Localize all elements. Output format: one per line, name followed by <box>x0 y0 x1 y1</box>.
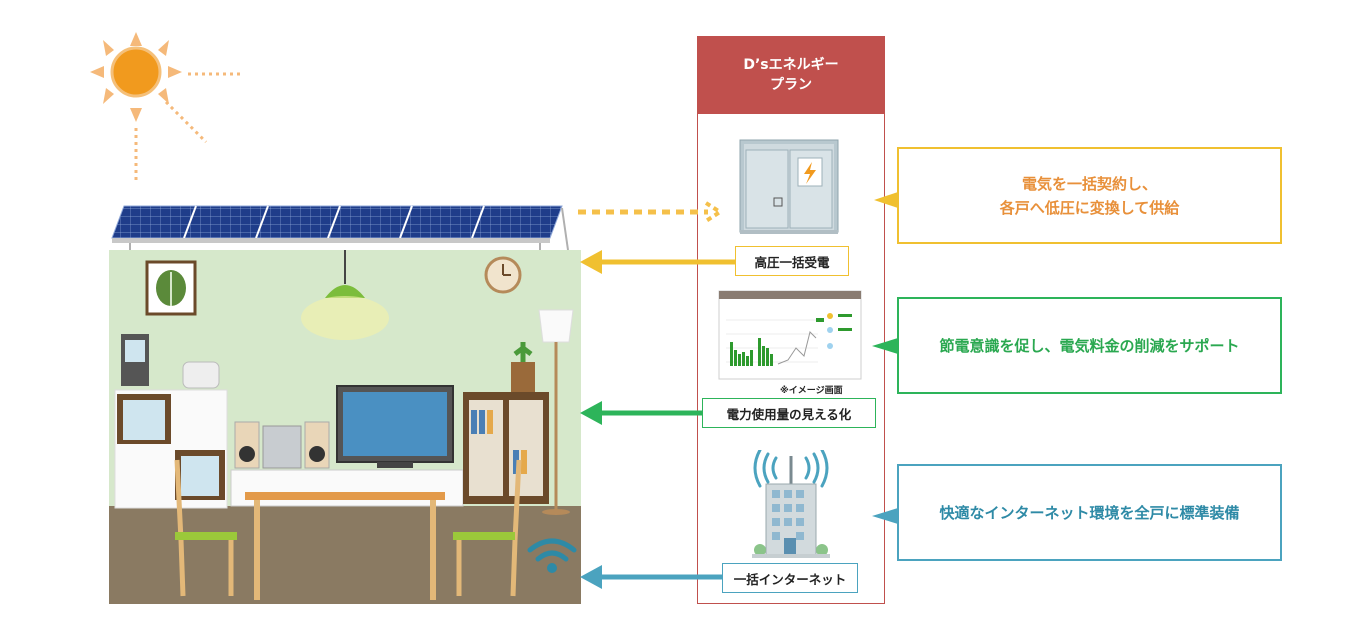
callout-internet-text: 快適なインターネット環境を全戸に標準装備 <box>939 503 1240 522</box>
sun-icon <box>90 32 240 180</box>
plan-header: D’sエネルギー プラン <box>697 36 885 114</box>
antenna-building-icon <box>752 450 830 558</box>
plan-title-line1: D’sエネルギー <box>743 57 839 73</box>
wifi-icon <box>527 538 577 573</box>
label-visualization: 電力使用量の見える化 <box>702 398 876 428</box>
callout-internet: 快適なインターネット環境を全戸に標準装備 <box>897 464 1282 561</box>
picture-frame <box>145 260 197 316</box>
screen-note: ※イメージ画面 <box>780 386 843 396</box>
plan-title-line2: プラン <box>770 77 812 93</box>
callout-electricity-line2: 各戸へ低圧に変換して供給 <box>999 198 1180 217</box>
callout-electricity: 電気を一括契約し、 各戸へ低圧に変換して供給 <box>897 147 1282 244</box>
callout-electricity-line1: 電気を一括契約し、 <box>1021 174 1157 193</box>
callout-saving-text: 節電意識を促し、電気料金の削減をサポート <box>939 336 1240 355</box>
substation-icon <box>739 139 839 234</box>
room-illustration <box>109 250 581 604</box>
label-internet: 一括インターネット <box>722 563 858 593</box>
solar-panel-icon <box>111 205 569 251</box>
dashboard-screen-icon <box>718 290 862 380</box>
callout-saving: 節電意識を促し、電気料金の削減をサポート <box>897 297 1282 394</box>
label-high-voltage: 高圧一括受電 <box>735 246 849 276</box>
